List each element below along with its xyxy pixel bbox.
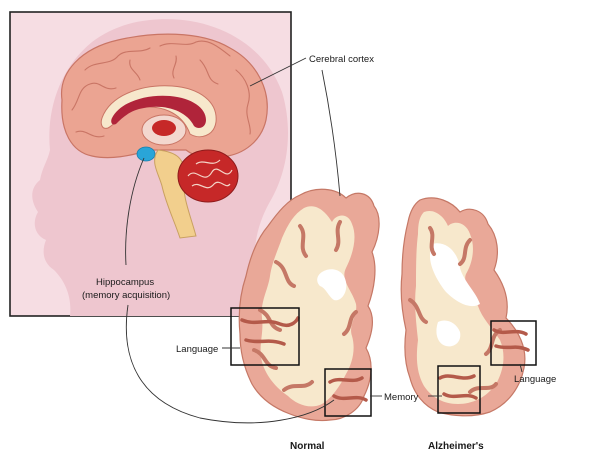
alzheimers-language-box [490,320,537,366]
alzheimers-language-folds [492,328,530,352]
normal-language-folds [240,316,300,346]
label-hippocampus: Hippocampus [96,277,154,288]
cortex-leader-section [321,69,341,197]
alzheimers-memory-folds [438,374,478,400]
cortex-leader-inset [249,57,307,87]
thalamus-core [152,120,176,136]
alzheimers-ventricle-lower [436,320,461,347]
hippocampus-leader-up [125,157,145,266]
normal-memory-box [324,368,372,417]
normal-language-box [230,307,300,366]
sagittal-inset-panel [9,11,292,317]
label-memory-acquisition: (memory acquisition) [82,290,170,301]
cortex-gyri [71,40,251,138]
ventricle [111,95,206,128]
alzheimers-gyri [408,226,502,394]
label-language-right: Language [514,374,556,385]
normal-gyri [252,220,358,392]
alzheimers-ventricle [430,243,480,307]
label-cerebral-cortex: Cerebral cortex [309,54,374,65]
hippocampus-leader-down [125,304,335,424]
corpus-callosum [100,85,217,138]
normal-memory-folds [328,376,368,402]
cerebellum [177,149,239,203]
label-alzheimers: Alzheimer's [428,441,484,452]
label-memory: Memory [384,392,419,403]
alzheimers-memory-box [437,365,481,414]
language-leader-right [519,363,523,373]
normal-white-matter [260,206,357,407]
leader-lines [125,57,523,424]
normal-brain-section [238,188,380,422]
label-normal: Normal [290,441,325,452]
alzheimers-brain-section [400,197,530,417]
hippocampus [136,146,156,162]
label-language-left: Language [176,344,218,355]
normal-ventricle [317,269,347,301]
